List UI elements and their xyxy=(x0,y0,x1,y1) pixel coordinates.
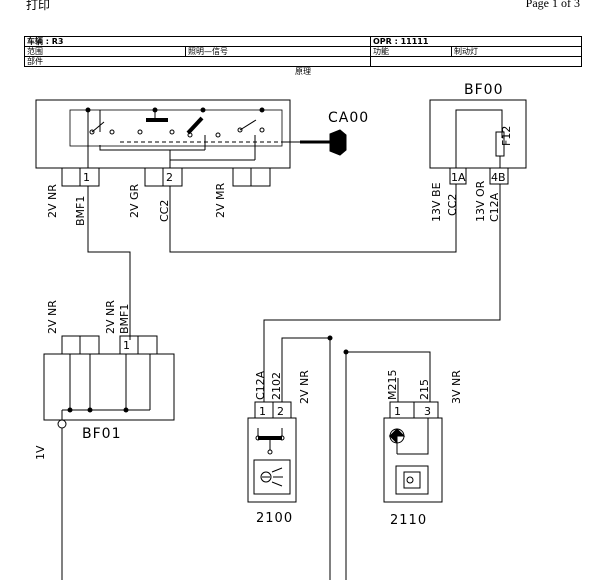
c2100-lamp-symbol xyxy=(253,459,291,495)
bf00-pin4b: 4B xyxy=(491,171,506,184)
ca00-component xyxy=(35,99,291,187)
ca00-c2-label: 2V GR xyxy=(128,183,141,218)
ca00-c1-label: 2V NR xyxy=(46,184,59,218)
c2100-component xyxy=(247,335,333,580)
c2110-wire2: 215 xyxy=(418,379,431,400)
bf01-c1-label: 2V NR xyxy=(46,300,59,334)
wire-c12a xyxy=(263,184,501,402)
c2110-box xyxy=(383,417,443,503)
ca00-c3-label: 2V MR xyxy=(214,182,227,218)
bf00-box xyxy=(429,99,527,169)
c2100-box xyxy=(247,417,297,503)
c2110-pin1: 1 xyxy=(394,405,401,418)
bf00-connector-4b xyxy=(489,167,509,185)
bf01-box xyxy=(43,353,175,421)
ca00-c2-wire: CC2 xyxy=(158,200,171,222)
c2100-wire1: C12A xyxy=(254,370,267,400)
ca00-pin1: 1 xyxy=(83,171,90,184)
bf00-c1-wire: CC2 xyxy=(446,194,459,216)
info-table: 车辆 : R3 OPR : 11111 范围 照明—信号 功能 制动灯 部件 原… xyxy=(24,36,582,76)
fuse-label: F12 xyxy=(500,126,513,146)
bf01-c2-wire: BMF1 xyxy=(118,304,131,334)
bf00-pin1a: 1A xyxy=(451,171,466,184)
print-label: 打印 xyxy=(26,0,51,12)
c2110-wire1: M215 xyxy=(386,370,399,401)
c2100-name: 2100 xyxy=(256,511,293,526)
c2110-conn-label: 3V NR xyxy=(450,370,463,404)
part-value xyxy=(370,56,582,67)
c2100-wire2: 2102 xyxy=(270,372,283,400)
ca00-inner xyxy=(69,109,283,147)
bf00-c2-label: 13V OR xyxy=(474,180,487,222)
ca00-c1-wire: BMF1 xyxy=(74,196,87,226)
bf01-name: BF01 xyxy=(82,426,121,442)
bf01-pin1: 1 xyxy=(123,339,130,352)
principle-label: 原理 xyxy=(295,67,311,76)
bf00-connector-1a xyxy=(449,167,467,185)
bf00-component xyxy=(429,99,527,185)
ca00-name: CA00 xyxy=(328,110,369,126)
bf01-component xyxy=(43,335,175,580)
c2110-lamp-symbol xyxy=(395,465,429,495)
c2100-conn-label: 2V NR xyxy=(298,370,311,404)
c2100-pin1: 1 xyxy=(259,405,266,418)
ca00-pin2: 2 xyxy=(166,171,173,184)
bf01-ground-label: 1V xyxy=(34,445,47,460)
wire-bmf1 xyxy=(87,186,131,340)
c2110-component xyxy=(343,349,443,580)
bf01-c2-label: 2V NR xyxy=(104,300,117,334)
c2110-name: 2110 xyxy=(390,513,427,528)
bf00-c2-wire: C12A xyxy=(488,192,501,222)
page-number: Page 1 of 3 xyxy=(525,0,580,10)
bf00-name: BF00 xyxy=(464,82,503,98)
c2110-pin3: 3 xyxy=(424,405,431,418)
bf00-c1-label: 13V BE xyxy=(430,182,443,222)
c2100-pin2: 2 xyxy=(277,405,284,418)
wire-cc2 xyxy=(169,184,457,253)
key-icon xyxy=(282,129,347,156)
wire-215 xyxy=(345,351,431,580)
